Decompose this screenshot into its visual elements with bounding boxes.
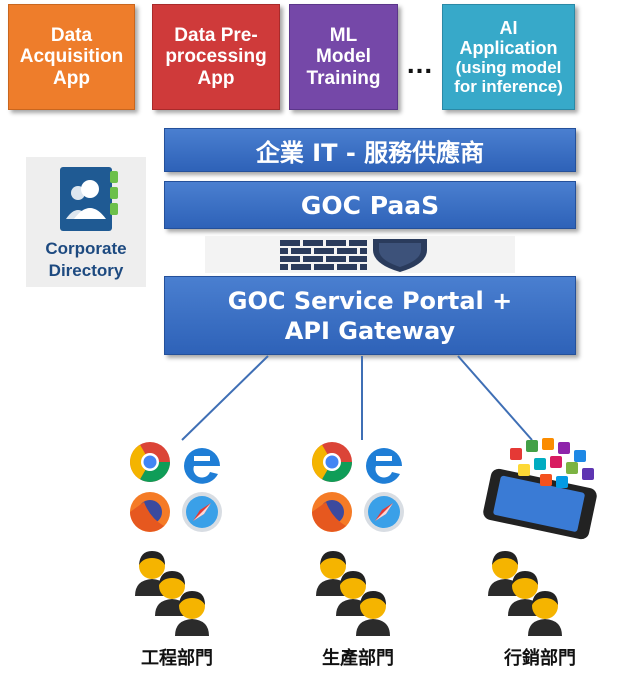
goc-service-portal-label: GOC Service Portal + API Gateway [227, 286, 513, 345]
ai-application-label: AI Application [459, 17, 558, 58]
department-label-production: 生產部門 [322, 648, 394, 669]
goc-paas-bar: GOC PaaS [164, 181, 576, 229]
chrome-icon [130, 442, 170, 482]
user-group-engineering [135, 551, 209, 636]
data-acquisition-app-label: Data Acquisition App [19, 25, 124, 89]
goc-paas-label: GOC PaaS [300, 190, 440, 220]
corporate-directory-line2: Directory [48, 261, 124, 280]
firewall-strip [205, 236, 515, 273]
enterprise-it-provider-label: 企業 IT - 服務供應商 [255, 138, 485, 167]
brick-wall-icon [280, 240, 367, 270]
more-apps-ellipsis: ... [406, 48, 434, 79]
user-group-production [316, 551, 390, 636]
edge-icon [366, 448, 402, 484]
data-preprocessing-app-box: Data Pre- processing App [152, 4, 280, 110]
data-acquisition-app-box: Data Acquisition App [8, 4, 135, 110]
safari-icon [182, 492, 222, 532]
department-label-engineering: 工程部門 [141, 648, 213, 669]
smartphone-apps-icon [483, 438, 597, 540]
address-book-icon [60, 167, 118, 231]
edge-icon [184, 448, 220, 484]
data-preprocessing-app-label: Data Pre- processing App [165, 25, 267, 89]
chrome-icon [312, 442, 352, 482]
connector-marketing [457, 355, 533, 441]
firefox-icon [312, 492, 352, 532]
firefox-icon [130, 492, 170, 532]
department-label-marketing: 行銷部門 [504, 648, 576, 669]
safari-icon [364, 492, 404, 532]
corporate-directory: Corporate Directory [26, 157, 146, 287]
goc-service-portal-api-gateway-bar: GOC Service Portal + API Gateway [164, 276, 576, 355]
enterprise-it-provider-bar: 企業 IT - 服務供應商 [164, 128, 576, 172]
user-group-marketing [488, 551, 562, 636]
browser-group-engineering [130, 442, 222, 532]
ml-model-training-box: ML Model Training [289, 4, 398, 110]
connector-engineering [181, 355, 269, 441]
ai-application-sublabel: (using model for inference) [454, 58, 563, 97]
ml-model-training-label: ML Model Training [306, 25, 381, 89]
corporate-directory-line1: Corporate [45, 239, 127, 258]
shield-icon [373, 239, 427, 272]
browser-group-production [312, 442, 404, 532]
ai-application-box: AI Application (using model for inferenc… [442, 4, 575, 110]
